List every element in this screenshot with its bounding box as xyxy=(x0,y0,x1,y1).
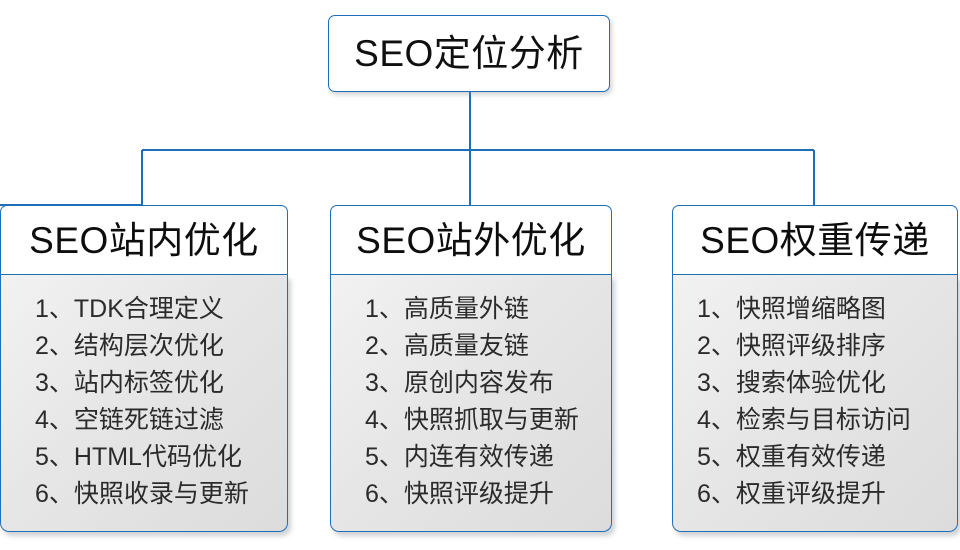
branch-body-2: 1、高质量外链 2、高质量友链 3、原创内容发布 4、快照抓取与更新 5、内连有… xyxy=(330,275,612,532)
list-item: 5、HTML代码优化 xyxy=(35,443,242,471)
root-node[interactable]: SEO定位分析 xyxy=(328,15,610,92)
branch-header-3[interactable]: SEO权重传递 xyxy=(672,205,958,275)
list-item: 3、站内标签优化 xyxy=(35,369,224,397)
list-item: 4、检索与目标访问 xyxy=(697,406,911,434)
list-item: 2、高质量友链 xyxy=(365,332,529,360)
list-item: 2、结构层次优化 xyxy=(35,332,224,360)
branch-column-3: SEO权重传递 1、快照增缩略图 2、快照评级排序 3、搜索体验优化 4、检索与… xyxy=(672,205,958,532)
list-item: 6、快照收录与更新 xyxy=(35,480,249,508)
branch-header-2[interactable]: SEO站外优化 xyxy=(330,205,612,275)
list-item: 6、快照评级提升 xyxy=(365,480,554,508)
list-item: 1、高质量外链 xyxy=(365,295,529,323)
list-item: 5、权重有效传递 xyxy=(697,443,886,471)
list-item: 1、快照增缩略图 xyxy=(697,295,886,323)
list-item: 4、空链死链过滤 xyxy=(35,406,224,434)
list-item: 6、权重评级提升 xyxy=(697,480,886,508)
branch-body-3: 1、快照增缩略图 2、快照评级排序 3、搜索体验优化 4、检索与目标访问 5、权… xyxy=(672,275,958,532)
branch-header-1[interactable]: SEO站内优化 xyxy=(0,205,288,275)
branch-body-1: 1、TDK合理定义 2、结构层次优化 3、站内标签优化 4、空链死链过滤 5、H… xyxy=(0,275,288,532)
branch-title-1: SEO站内优化 xyxy=(29,219,259,261)
list-item: 1、TDK合理定义 xyxy=(35,295,224,323)
branch-item-list-3: 1、快照增缩略图 2、快照评级排序 3、搜索体验优化 4、检索与目标访问 5、权… xyxy=(673,291,957,513)
branch-column-1: SEO站内优化 1、TDK合理定义 2、结构层次优化 3、站内标签优化 4、空链… xyxy=(0,205,288,532)
branch-title-2: SEO站外优化 xyxy=(356,219,586,261)
list-item: 2、快照评级排序 xyxy=(697,332,886,360)
list-item: 5、内连有效传递 xyxy=(365,443,554,471)
branch-item-list-2: 1、高质量外链 2、高质量友链 3、原创内容发布 4、快照抓取与更新 5、内连有… xyxy=(331,291,611,513)
list-item: 3、原创内容发布 xyxy=(365,369,554,397)
root-node-label: SEO定位分析 xyxy=(354,33,584,74)
branch-item-list-1: 1、TDK合理定义 2、结构层次优化 3、站内标签优化 4、空链死链过滤 5、H… xyxy=(1,291,287,513)
branch-column-2: SEO站外优化 1、高质量外链 2、高质量友链 3、原创内容发布 4、快照抓取与… xyxy=(330,205,612,532)
branch-title-3: SEO权重传递 xyxy=(700,219,930,261)
list-item: 4、快照抓取与更新 xyxy=(365,406,579,434)
list-item: 3、搜索体验优化 xyxy=(697,369,886,397)
